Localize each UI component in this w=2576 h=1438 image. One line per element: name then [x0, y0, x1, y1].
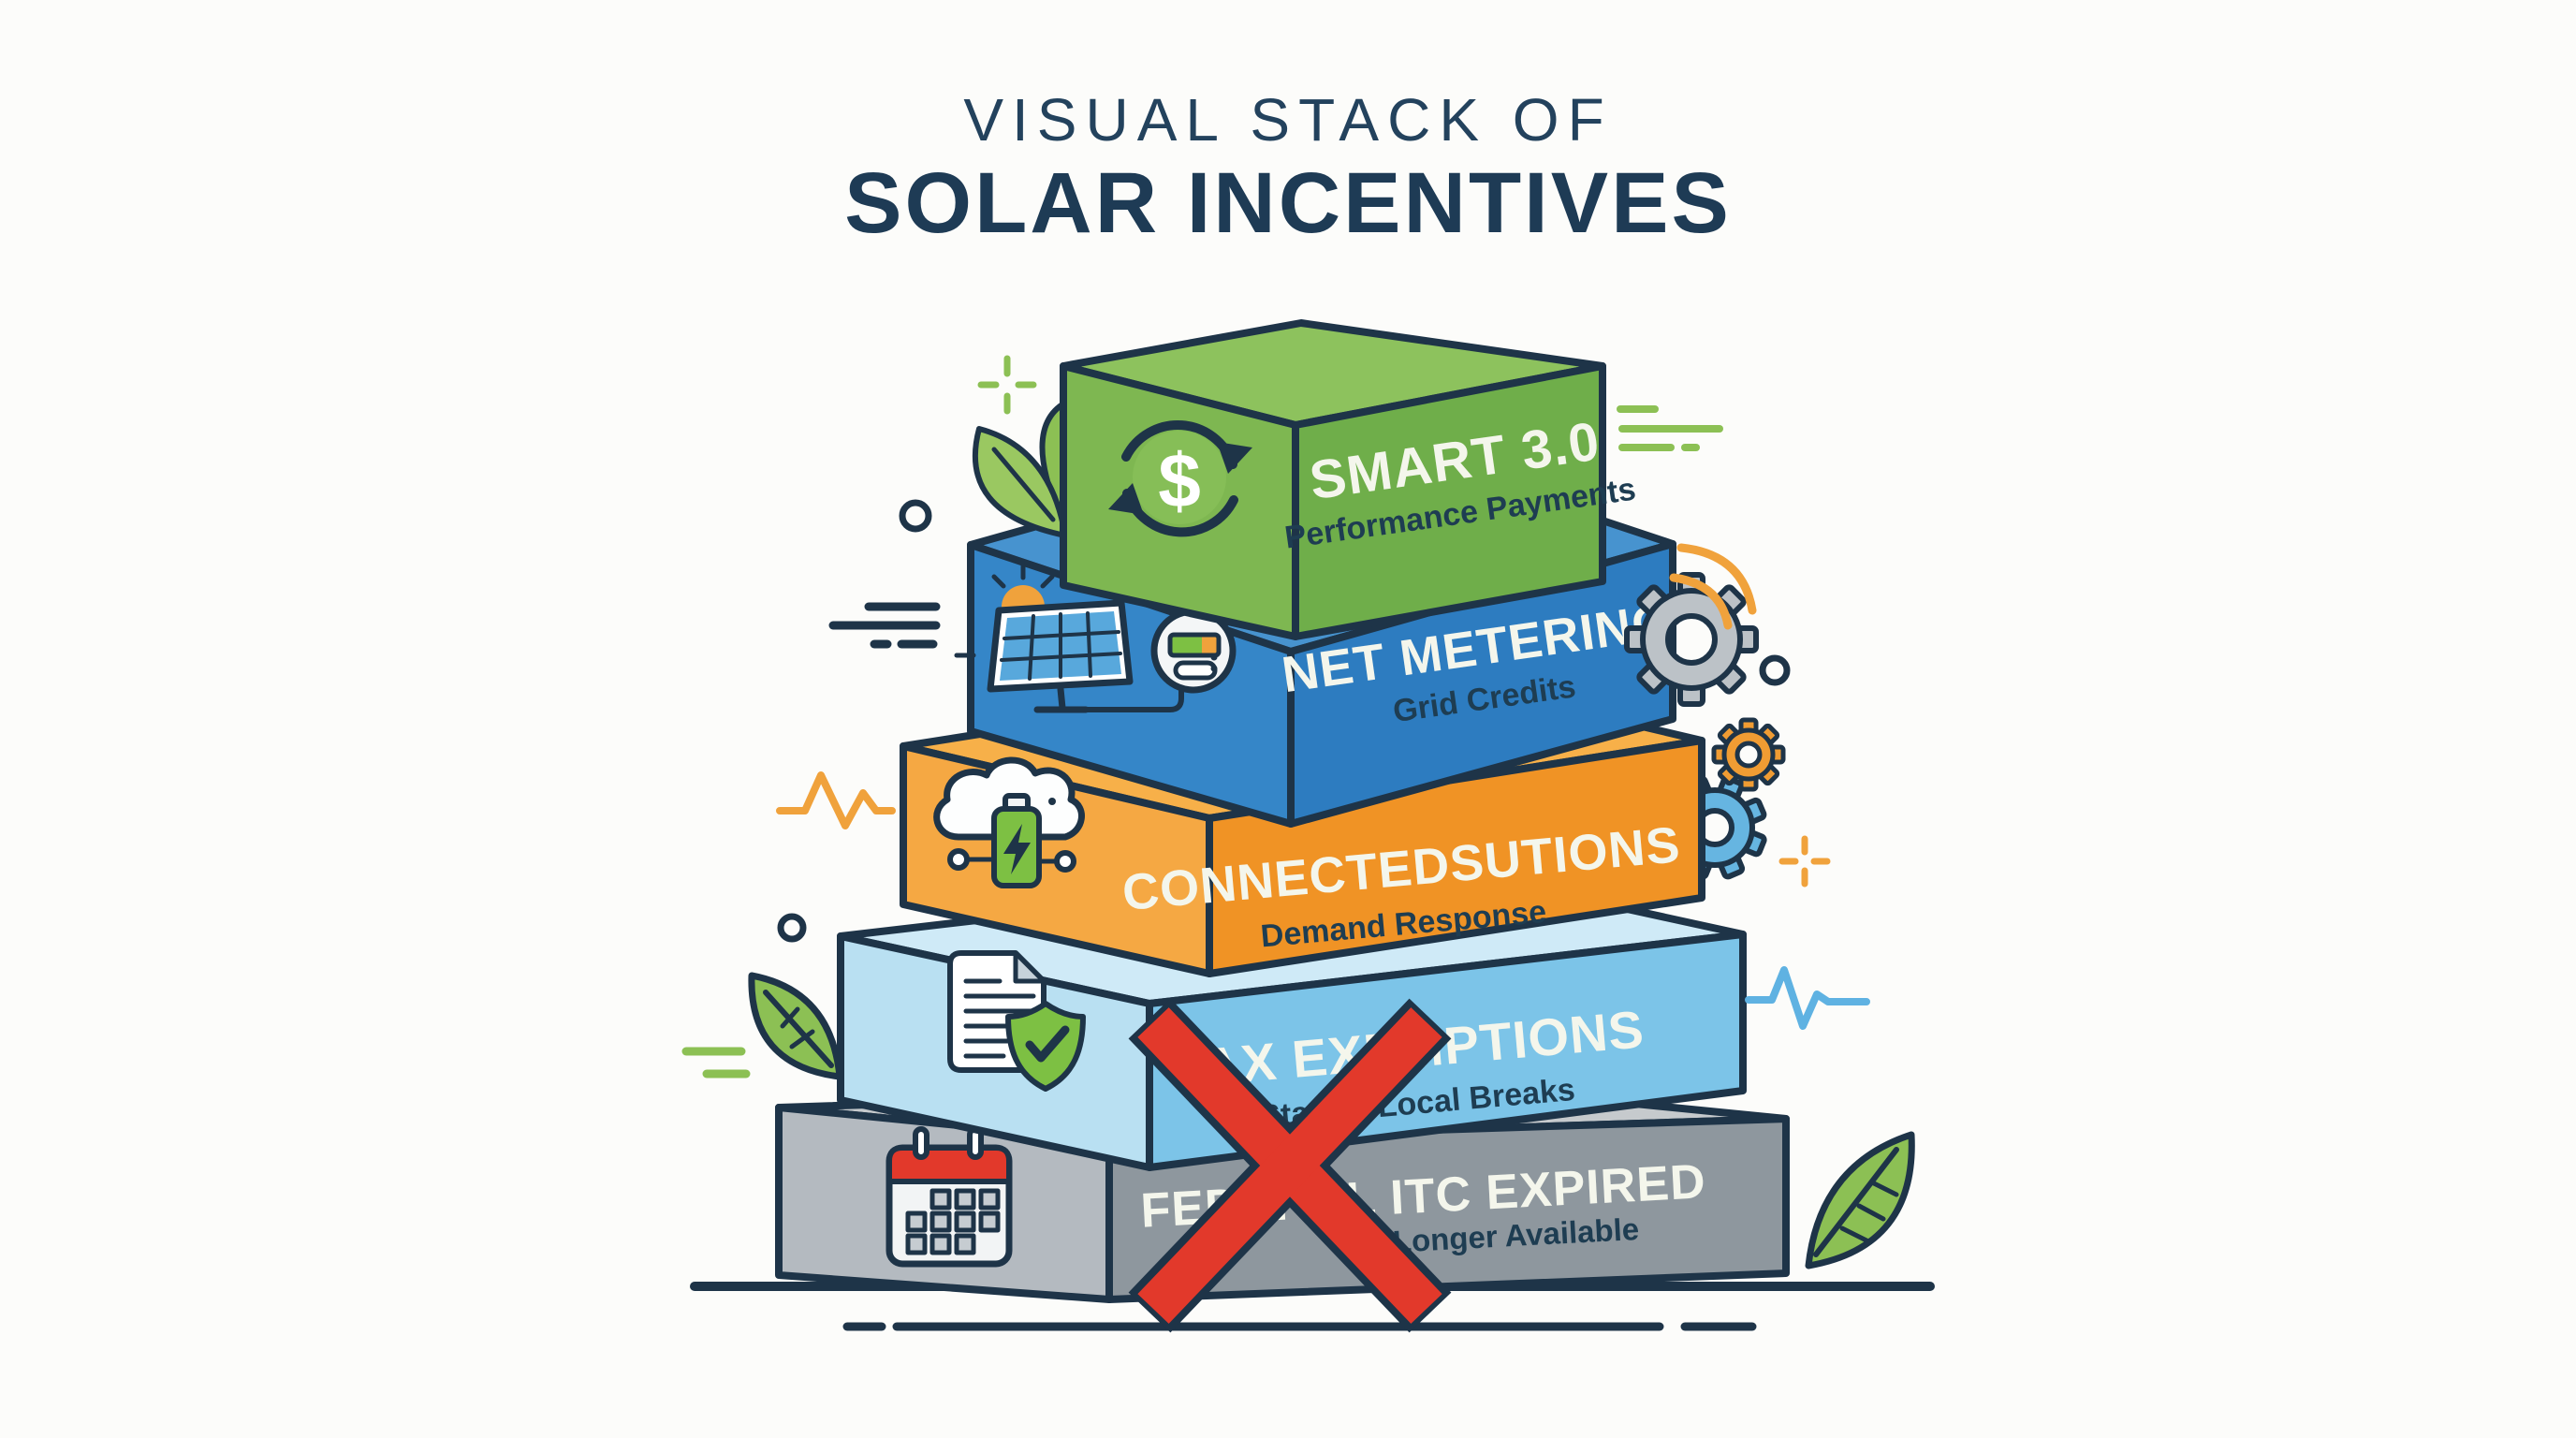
wire [1083, 687, 1184, 712]
document-shield-icon [947, 950, 1086, 1092]
wifi-arcs-icon [1669, 543, 1757, 630]
dot-circle-right [1759, 654, 1791, 686]
lightning-bolt-icon [1003, 824, 1031, 874]
solar-panel-meter-icon [954, 562, 1237, 713]
cloud-battery-icon [933, 756, 1085, 888]
solar-panel-icon [987, 599, 1134, 713]
title-line-1: VISUAL STACK OF [963, 86, 1612, 154]
dollar-cycle-icon: $ [1108, 420, 1252, 537]
red-x-mark [1128, 998, 1452, 1333]
dollar-sign: $ [1158, 439, 1201, 524]
speed-lines-green-right [1617, 405, 1723, 451]
sun-rays [954, 562, 1055, 658]
leaf-icon-left [748, 972, 843, 1080]
gear-icon-gray [1624, 572, 1759, 707]
tier-smart-right-face [1292, 362, 1606, 640]
pulse-line-blue-right [1745, 966, 1870, 1030]
cycle-arrowhead-top [1217, 442, 1252, 474]
leaf-icon-right [1805, 1131, 1915, 1269]
smart-meter-icon [1150, 608, 1237, 694]
calendar-icon [886, 1126, 1013, 1268]
gear-icon-orange [1711, 717, 1786, 792]
dot-circle-left-upper [899, 499, 932, 533]
sparkle-plus-icon-green [977, 355, 1037, 415]
tier-tax-right-face [1146, 931, 1747, 1171]
sparkle-plus-icon-orange [1778, 835, 1831, 888]
page-title: VISUAL STACK OF SOLAR INCENTIVES [844, 86, 1732, 251]
pulse-line-orange-left [776, 771, 896, 829]
dot-circle-left-lower [777, 913, 807, 943]
cycle-arrowhead-bottom [1108, 483, 1144, 515]
battery-icon [991, 793, 1042, 888]
panel-grid [1000, 611, 1122, 681]
title-line-2: SOLAR INCENTIVES [844, 155, 1732, 251]
calendar-grid [905, 1188, 1001, 1255]
speed-lines-navy-left [828, 602, 941, 649]
tier-smart-30: $ SMART 3.0 Performance Payments [1060, 319, 1638, 640]
speed-lines-green-left [681, 1047, 751, 1078]
